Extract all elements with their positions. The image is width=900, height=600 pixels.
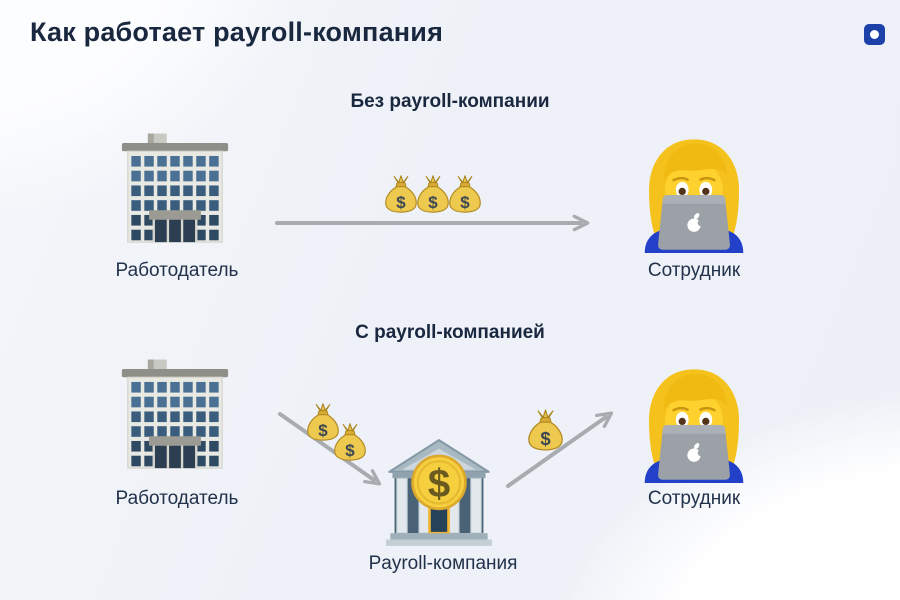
woman-technologist-icon xyxy=(634,133,754,253)
office-building-icon xyxy=(116,356,234,474)
node-label-employer: Работодатель xyxy=(115,260,239,281)
node-label-employee: Сотрудник xyxy=(647,488,741,509)
woman-technologist-icon xyxy=(634,363,754,483)
bank-icon xyxy=(386,438,492,548)
node-label-employee: Сотрудник xyxy=(647,260,741,281)
logo-dot xyxy=(870,30,879,39)
node-label-employer: Работодатель xyxy=(115,488,239,509)
money-bags-group xyxy=(384,174,482,213)
section-heading-with-payroll: С payroll-компанией xyxy=(355,322,545,343)
page-title: Как работает payroll-компания xyxy=(30,17,444,47)
money-bag-icon xyxy=(527,408,564,451)
money-bag-icon xyxy=(448,174,482,213)
node-label-payroll-company: Payroll-компания xyxy=(368,553,518,574)
brand-logo-icon xyxy=(864,24,885,45)
money-bag-icon xyxy=(416,174,450,213)
section-heading-without-payroll: Без payroll-компании xyxy=(350,91,550,112)
money-bag-icon xyxy=(384,174,418,213)
office-building-icon xyxy=(116,130,234,248)
money-bag-icon xyxy=(333,422,367,461)
